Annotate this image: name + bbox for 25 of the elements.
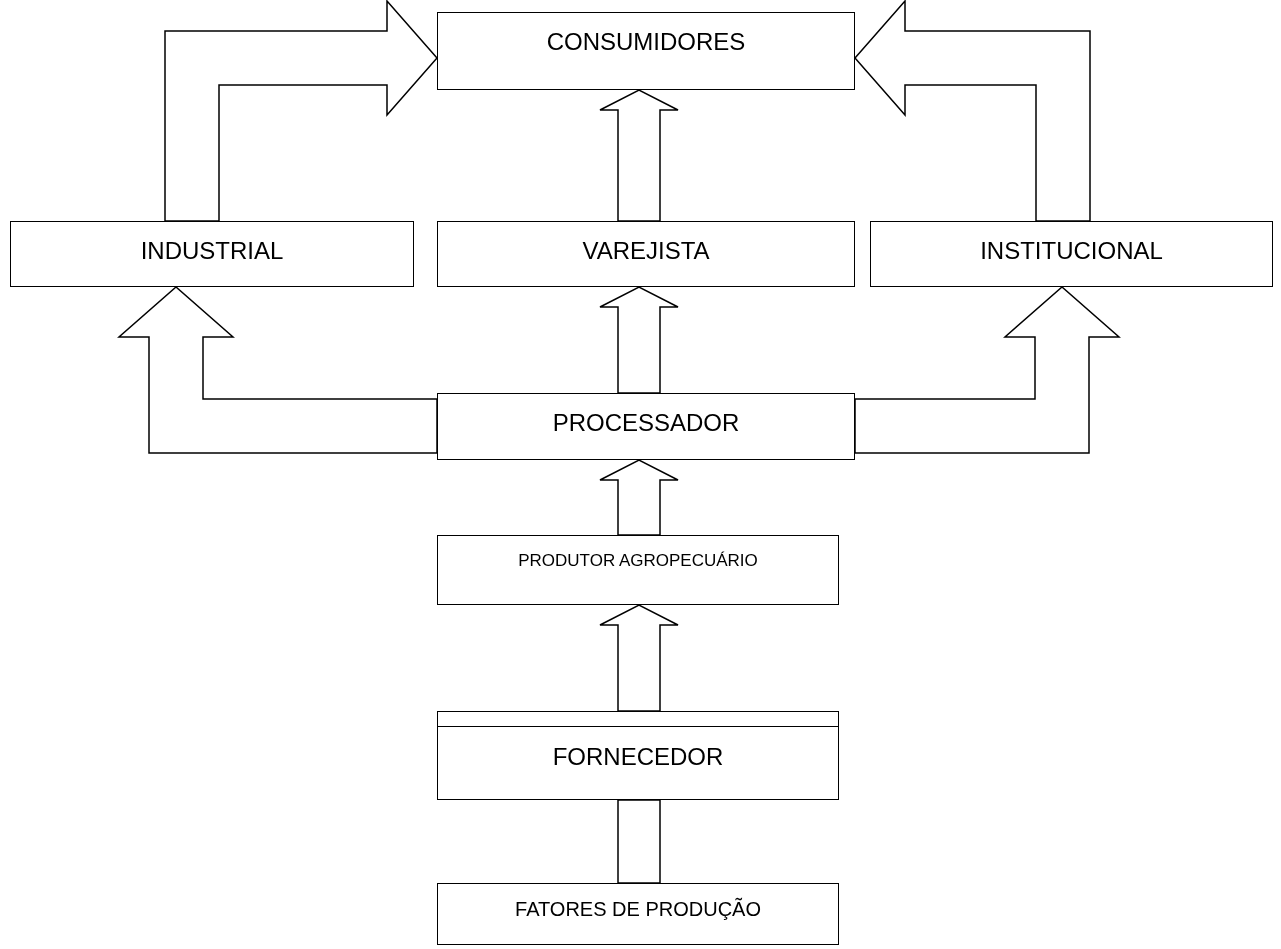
block-arrow	[117, 286, 438, 454]
block-arrow	[854, 0, 1091, 222]
box-label: FORNECEDOR	[552, 744, 724, 771]
box-label: PROCESSADOR	[552, 410, 740, 437]
process-box	[10, 221, 414, 287]
process-box	[870, 221, 1273, 287]
process-box	[437, 393, 855, 460]
block-arrow	[617, 799, 661, 884]
process-box	[437, 711, 839, 800]
box-label: CONSUMIDORES	[546, 29, 746, 56]
block-arrow	[599, 286, 679, 394]
block-arrow	[854, 286, 1121, 454]
block-arrow	[599, 89, 679, 222]
process-box	[437, 221, 855, 287]
process-box	[437, 12, 855, 90]
process-box	[437, 535, 839, 605]
box-label: PRODUTOR AGROPECUÁRIO	[518, 552, 758, 571]
box-label: INDUSTRIAL	[140, 238, 284, 265]
box-label: VAREJISTA	[582, 238, 710, 265]
block-arrow	[599, 459, 679, 536]
block-arrow	[164, 0, 438, 222]
process-box	[437, 883, 839, 945]
block-arrow	[599, 604, 679, 712]
box-label: INSTITUCIONAL	[980, 238, 1163, 265]
box-label: FATORES DE PRODUÇÃO	[515, 898, 761, 920]
